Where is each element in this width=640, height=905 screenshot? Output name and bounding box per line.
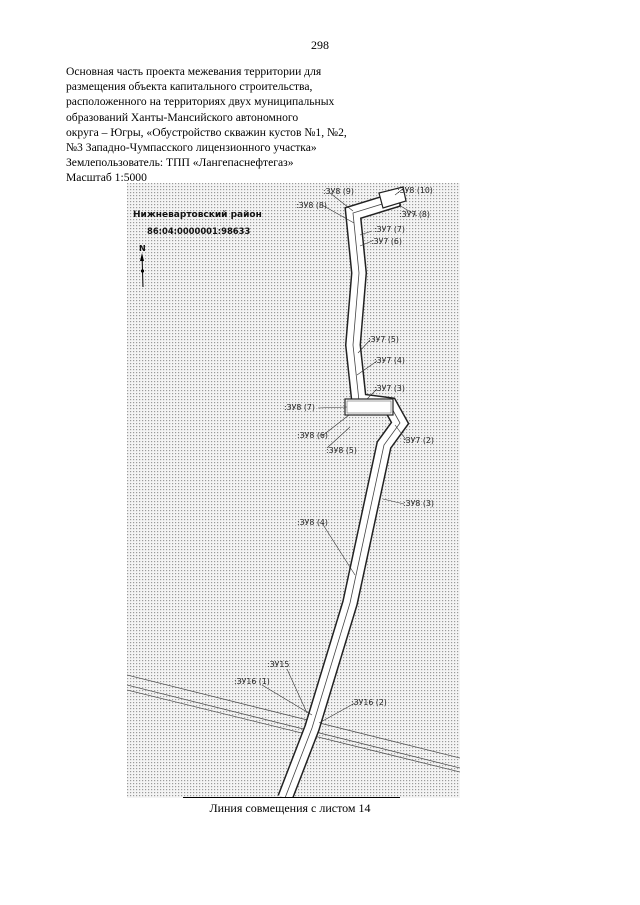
sheet-join-caption: Линия совмещения с листом 14	[209, 801, 371, 815]
cadastral-map: Нижневартовский район 86:04:0000001:9863…	[127, 183, 460, 798]
plot-label-zu7-5: :ЗУ7 (5)	[368, 335, 399, 344]
north-arrow-icon: N	[139, 244, 146, 288]
header-line: расположенного на территориях двух муниц…	[66, 95, 335, 109]
plot-label-zu8-4: :ЗУ8 (4)	[297, 518, 328, 527]
north-letter: N	[139, 244, 146, 253]
leader-lines	[261, 187, 418, 724]
header-line: №3 Западно-Чумпасского лицензионного уча…	[66, 141, 317, 155]
crossing-lines	[127, 674, 460, 773]
sheet-join-line	[183, 797, 400, 798]
plot-label-zu8-8: :ЗУ8 (8)	[296, 201, 327, 210]
land-plot-corridor	[277, 186, 410, 798]
plot-label-zu8-7: :ЗУ8 (7)	[284, 403, 315, 412]
land-user-line: Землепользователь: ТПП «Лангепаснефтегаз…	[66, 156, 294, 170]
plot-label-zu7-3: :ЗУ7 (3)	[374, 384, 405, 393]
district-label: Нижневартовский район	[133, 210, 262, 220]
plot-label-zu8-9: :ЗУ8 (9)	[323, 187, 354, 196]
plot-label-zu8-3: :ЗУ8 (3)	[403, 499, 434, 508]
plot-label-zu7-2: :ЗУ7 (2)	[403, 436, 434, 445]
page-number: 298	[311, 38, 329, 52]
map-background	[127, 183, 460, 798]
plot-label-zu16-2: :ЗУ16 (2)	[351, 698, 387, 707]
header-line: образований Ханты-Мансийского автономног…	[66, 110, 299, 124]
scale-line: Масштаб 1:5000	[66, 171, 147, 185]
header-line: Основная часть проекта межевания террито…	[66, 65, 322, 78]
plot-label-zu7-7: :ЗУ7 (7)	[374, 225, 405, 234]
cadastral-number-label: 86:04:0000001:98633	[147, 226, 250, 236]
plot-label-zu8-5: :ЗУ8 (5)	[326, 446, 357, 455]
plot-label-zu7-6: :ЗУ7 (6)	[371, 237, 402, 246]
header-line: размещения объекта капитального строител…	[66, 80, 313, 94]
plot-label-zu8-6: :ЗУ8 (6)	[297, 431, 328, 440]
plot-label-zu7-8: :ЗУ7 (8)	[399, 210, 430, 219]
header-line: округа – Югры, «Обустройство скважин кус…	[66, 125, 347, 139]
document-header: Основная часть проекта межевания террито…	[66, 64, 396, 186]
plot-label-zu15: :ЗУ15	[267, 660, 289, 669]
plot-label-zu8-10: :ЗУ8 (10)	[397, 186, 433, 195]
plot-label-zu7-4: :ЗУ7 (4)	[374, 356, 405, 365]
plot-label-zu16-1: :ЗУ16 (1)	[234, 677, 270, 686]
